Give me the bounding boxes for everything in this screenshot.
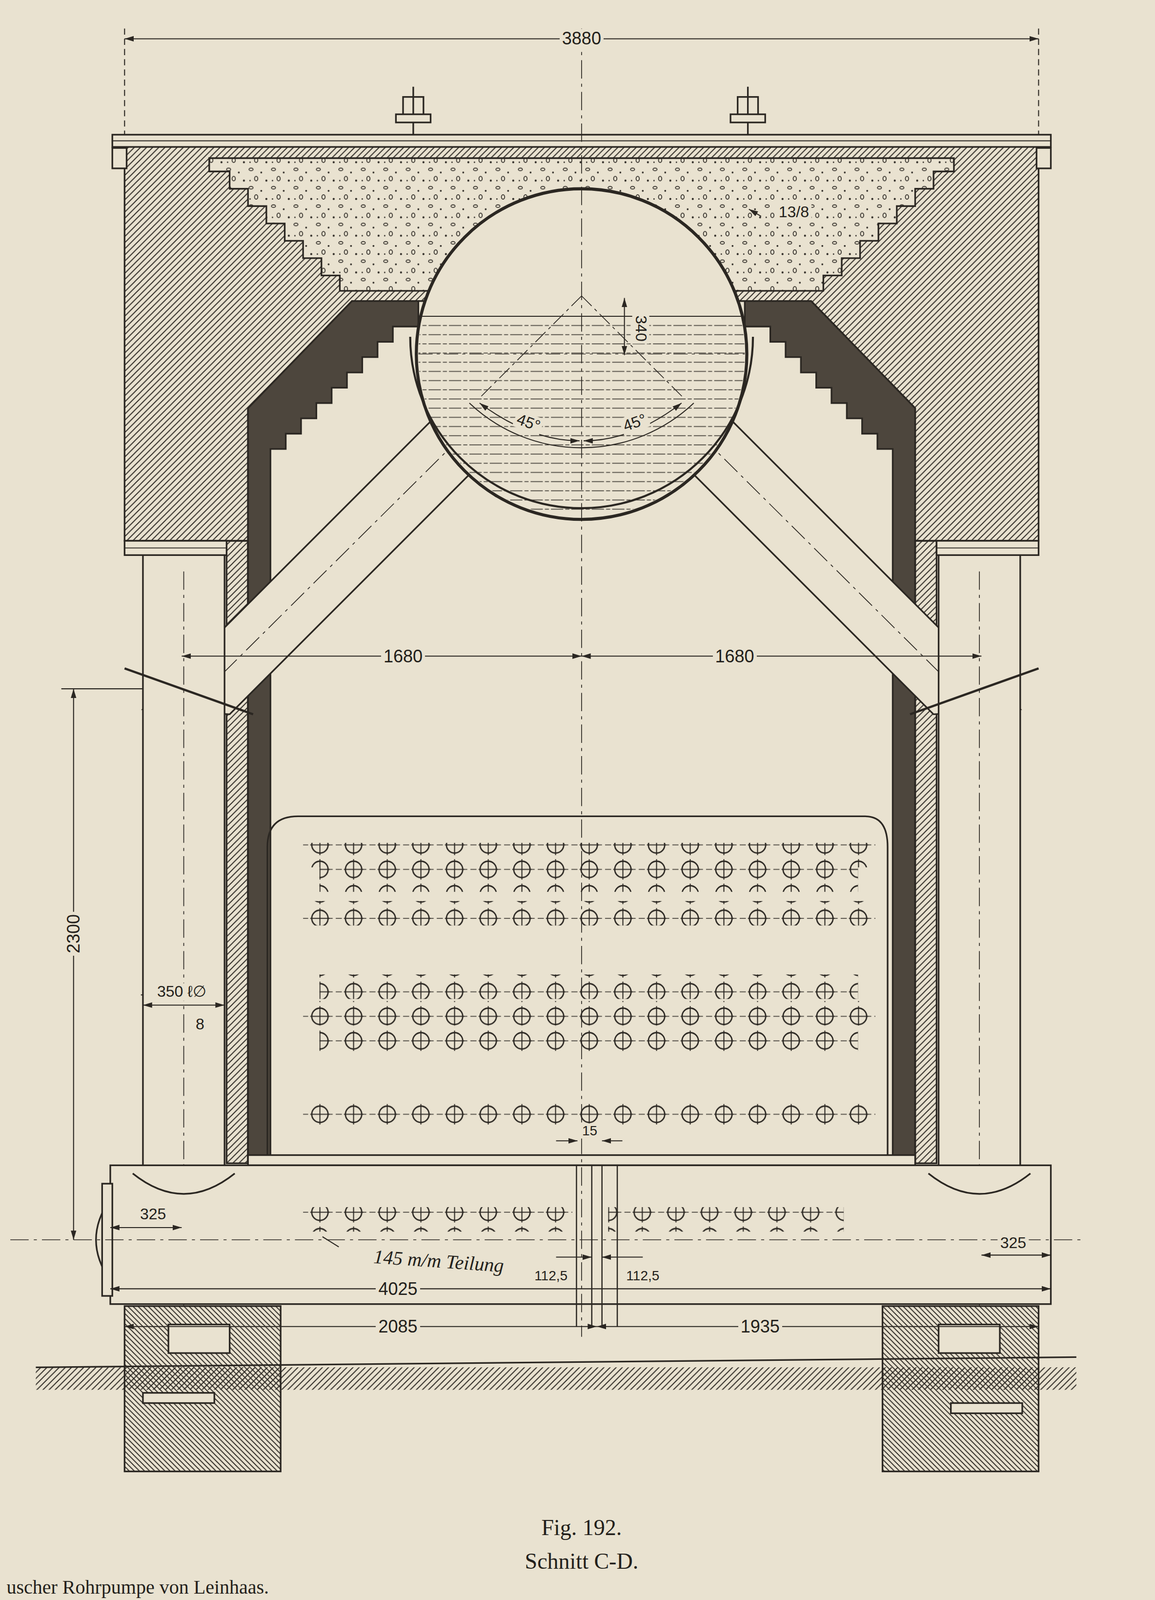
dimension-label: 325 xyxy=(137,1205,169,1223)
dimension-label: 8 xyxy=(193,1015,207,1034)
dimension-label: 112,5 xyxy=(531,1267,570,1283)
dimension-label: 325 xyxy=(997,1234,1029,1252)
figure-caption: Schnitt C-D. xyxy=(522,1548,642,1574)
dimension-label: 350 ℓ∅ xyxy=(154,983,209,1001)
dimension-label: 1935 xyxy=(738,1316,783,1337)
dimension-label: 1680 xyxy=(381,646,426,667)
dimension-label: 4025 xyxy=(375,1278,420,1299)
dimension-label: 13/8 xyxy=(776,203,812,221)
dimension-label: 112,5 xyxy=(623,1267,662,1283)
dimension-label: 1680 xyxy=(712,646,757,667)
dimension-label: 15 xyxy=(579,1122,600,1138)
dimension-label: 2085 xyxy=(375,1316,420,1337)
dimension-label: uscher Rohrpumpe von Leinhaas. xyxy=(3,1576,272,1598)
dimension-label: 340 xyxy=(632,313,650,345)
figure-title: Fig. 192. xyxy=(538,1515,625,1540)
dimension-label: 2300 xyxy=(63,911,84,956)
dimension-label: 3880 xyxy=(559,29,604,49)
